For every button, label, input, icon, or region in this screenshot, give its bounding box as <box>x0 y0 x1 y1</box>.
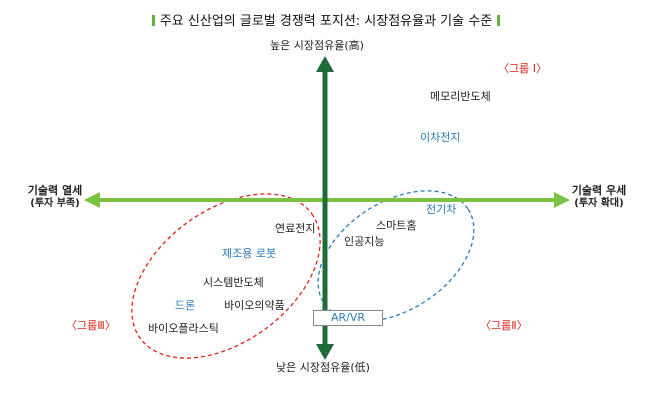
group3-label: 〈그룹Ⅲ〉 <box>66 319 116 332</box>
industry-system-semiconductor: 시스템반도체 <box>203 276 264 289</box>
industry-arvr: AR/VR <box>330 311 366 324</box>
vertical-axis-top-arrowhead <box>316 56 334 72</box>
y-axis-bottom-label: 낮은 시장점유율(低) <box>276 361 370 374</box>
industry-secondary-battery: 이차전지 <box>420 131 461 144</box>
vertical-axis-bottom-arrowhead <box>316 344 334 360</box>
industry-biopharmaceuticals: 바이오의약품 <box>224 299 285 312</box>
group1-label: 〈그룹 Ⅰ〉 <box>498 62 547 75</box>
x-axis-right-label-line1: 기술력 우세 <box>571 184 627 197</box>
y-axis-top-label: 높은 시장점유율(高) <box>270 39 364 52</box>
group2-label: 〈그룹Ⅱ〉 <box>480 319 528 332</box>
group3-ellipse <box>131 193 321 359</box>
x-axis-left-label-line1: 기술력 열세 <box>27 184 83 197</box>
industry-bioplastics: 바이오플라스틱 <box>148 322 219 335</box>
horizontal-axis-left-arrowhead <box>84 192 100 208</box>
industry-manufacturing-robot: 제조용 로봇 <box>222 247 277 260</box>
industry-arvr-box: AR/VR <box>313 310 383 326</box>
horizontal-axis-right-arrowhead <box>554 192 570 208</box>
group2-ellipse <box>317 190 475 322</box>
industry-memory-semiconductor: 메모리반도체 <box>430 90 491 103</box>
industry-drone: 드론 <box>175 299 196 312</box>
x-axis-left-label-line2: (투자 부족) <box>30 198 80 209</box>
industry-fuel-cell: 연료전지 <box>275 222 316 235</box>
x-axis-right-label-line2: (투자 확대) <box>574 198 624 209</box>
title-left-marker <box>151 15 155 26</box>
title-text: 주요 신산업의 글로벌 경쟁력 포지션: 시장점유율과 기술 수준 <box>159 14 493 29</box>
industry-electric-vehicle: 전기차 <box>426 203 457 216</box>
industry-smart-home: 스마트홈 <box>376 219 417 232</box>
title-right-marker <box>497 15 501 26</box>
diagram-title: 주요 신산업의 글로벌 경쟁력 포지션: 시장점유율과 기술 수준 <box>0 10 652 29</box>
industry-artificial-intelligence: 인공지능 <box>344 235 385 248</box>
